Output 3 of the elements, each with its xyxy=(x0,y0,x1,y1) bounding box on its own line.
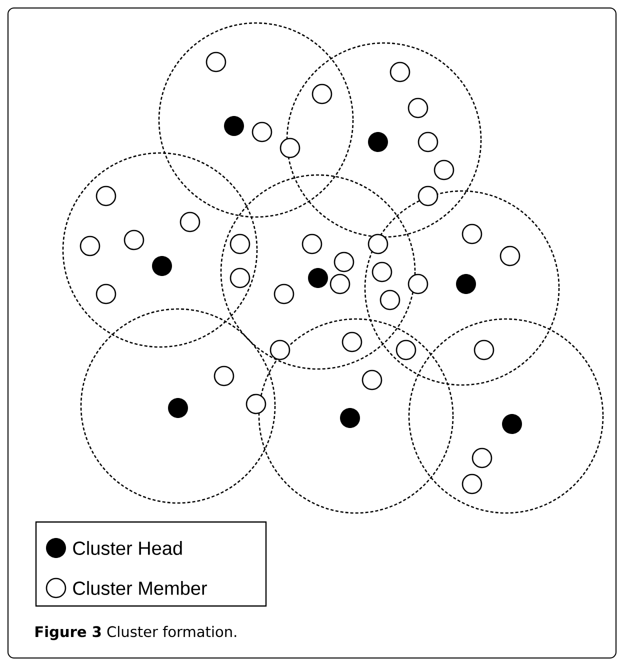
figure-caption: Figure 3 Cluster formation. xyxy=(36,626,236,640)
legend-label: Cluster Member xyxy=(73,581,207,595)
legend-label: Cluster Head xyxy=(73,541,182,555)
